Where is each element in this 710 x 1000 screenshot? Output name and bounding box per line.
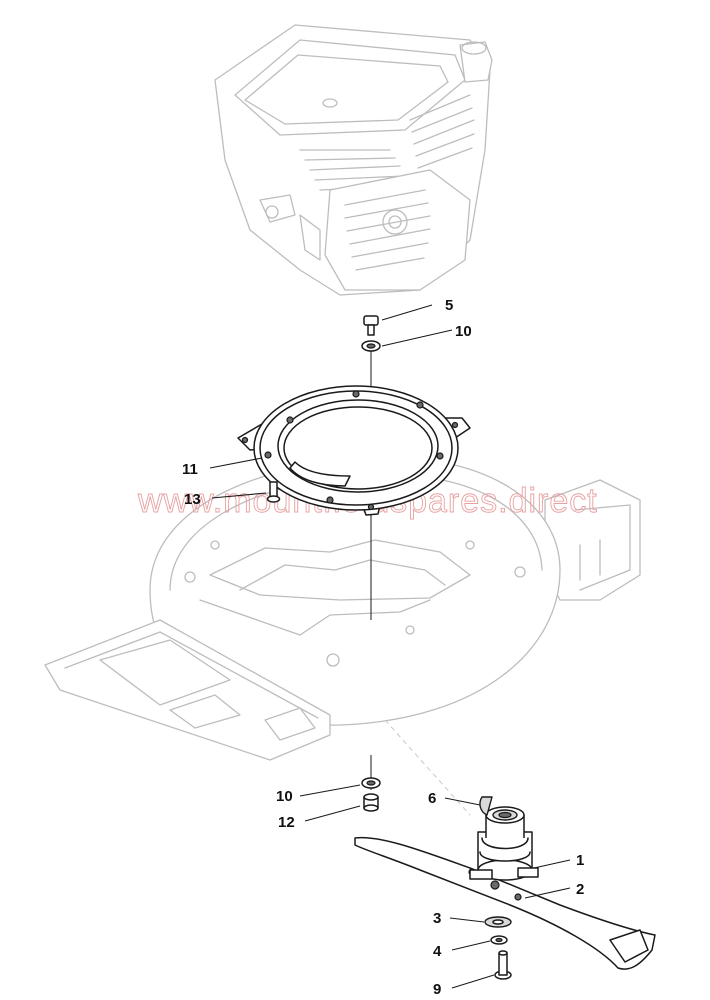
callout-13: 13 (184, 491, 201, 508)
part-1-blade-boss[interactable] (469, 806, 539, 881)
mower-deck-ghost (44, 456, 641, 816)
callout-1: 1 (576, 852, 584, 869)
callout-labels: 5 10 11 13 10 12 6 1 2 3 4 9 (182, 297, 584, 998)
part-10-washer-upper[interactable] (361, 340, 381, 352)
callout-6: 6 (428, 790, 436, 807)
part-12-spacer[interactable] (363, 793, 379, 812)
part-9-bolt[interactable] (363, 315, 379, 336)
part-10-washer-lower[interactable] (361, 777, 381, 789)
callout-5: 9 (433, 981, 441, 998)
leader-lines (209, 304, 571, 989)
callout-11: 11 (182, 461, 198, 478)
part-6-key[interactable] (479, 796, 493, 816)
callout-2: 2 (576, 881, 584, 898)
callout-9: 5 (445, 297, 453, 314)
part-2-blade[interactable] (354, 836, 656, 970)
callout-3: 3 (433, 910, 441, 927)
part-4-lock-washer[interactable] (490, 935, 508, 945)
part-5-blade-bolt[interactable] (494, 950, 512, 980)
callout-10-bottom: 10 (276, 788, 293, 805)
callout-10-top: 10 (455, 323, 472, 340)
part-13-bolt[interactable] (266, 481, 281, 503)
part-3-washer[interactable] (484, 916, 512, 928)
callout-4: 4 (433, 943, 442, 960)
callout-12: 12 (278, 814, 295, 831)
part-11-mounting-ring[interactable] (237, 385, 471, 516)
engine-ghost (214, 24, 493, 296)
